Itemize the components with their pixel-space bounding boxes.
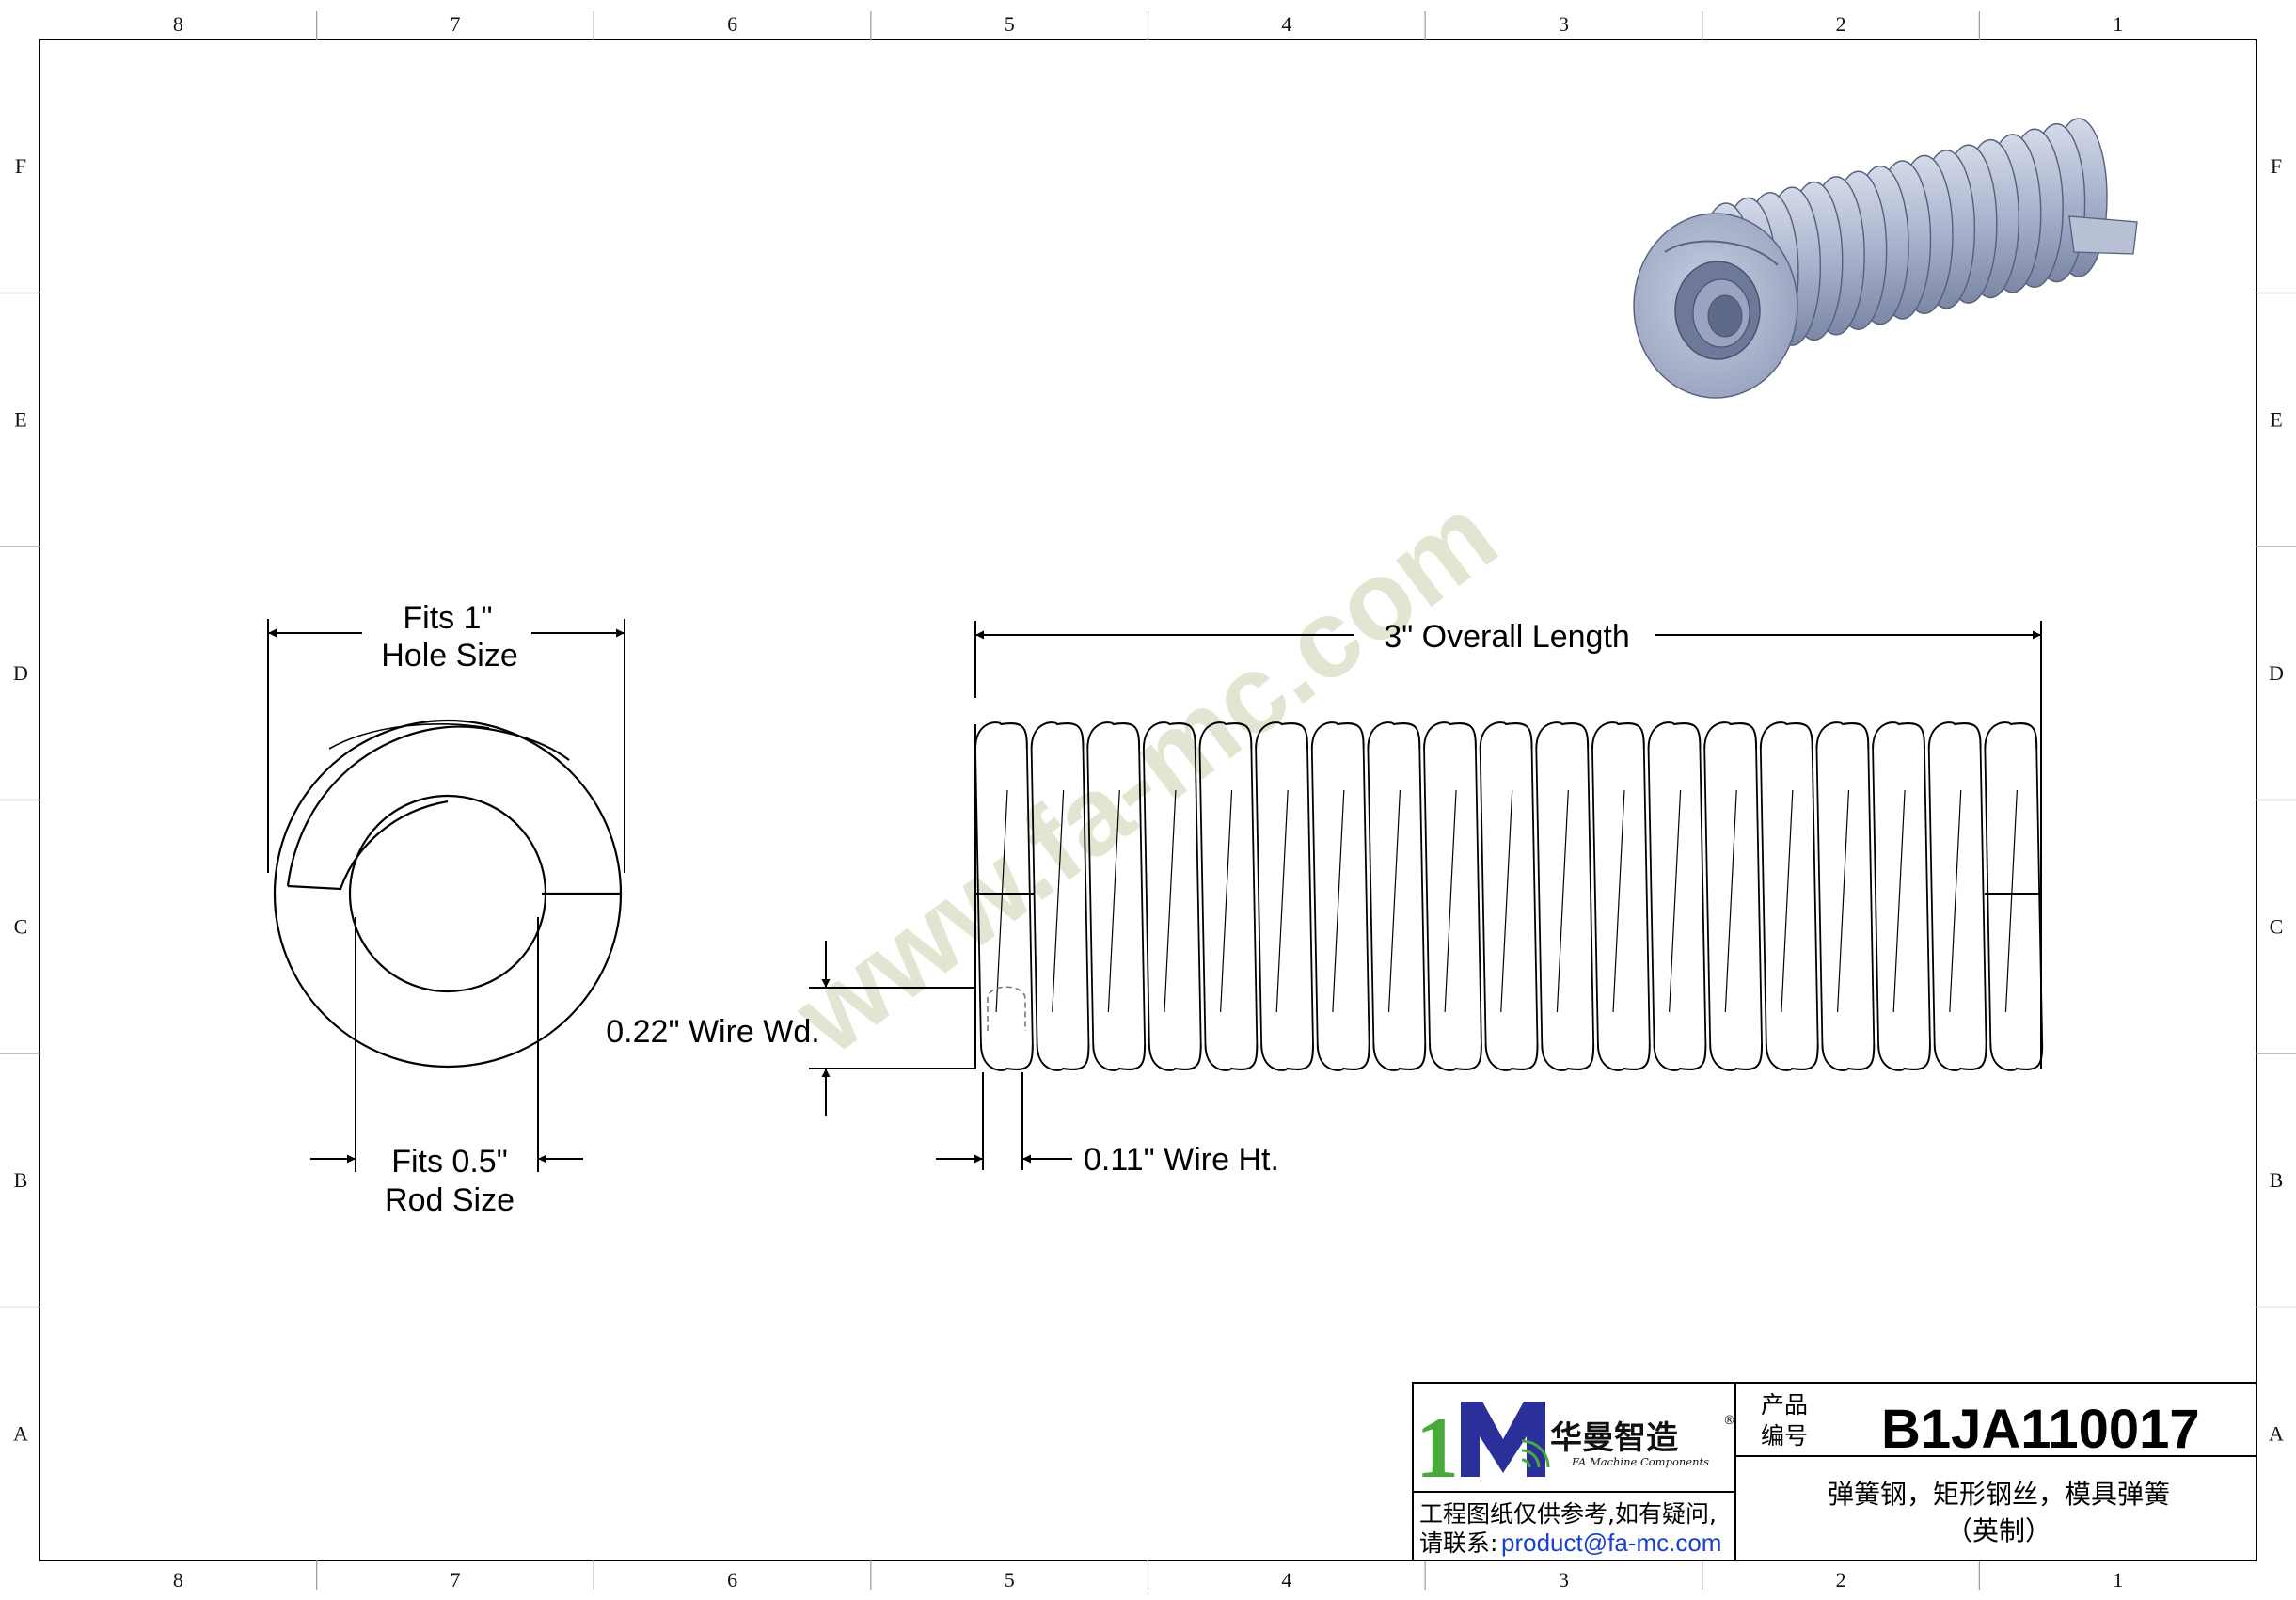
logo-digit: 1 (1416, 1400, 1459, 1496)
zone-ticks (0, 11, 2296, 1590)
zone-column-label-top: 8 (173, 12, 183, 36)
zone-row-label-right: C (2270, 914, 2284, 938)
zone-column-label-top: 7 (450, 12, 460, 36)
zone-row-label-left: C (14, 914, 28, 938)
wire-width-label: 0.22" Wire Wd. (606, 1014, 819, 1050)
zone-column-label-bottom: 4 (1281, 1568, 1291, 1592)
spring-end-view (273, 719, 623, 1069)
product-label-line1: 产品 (1761, 1391, 1808, 1418)
zone-column-label-bottom: 1 (2113, 1568, 2123, 1592)
rod-size-label-line1: Fits 0.5" (391, 1144, 508, 1180)
hole-size-label-line1: Fits 1" (403, 600, 492, 636)
zone-column-label-top: 5 (1005, 12, 1015, 36)
dim-overall-length: 3" Overall Length (974, 619, 2042, 875)
zone-row-label-right: E (2270, 407, 2282, 431)
contact-email-link[interactable]: product@fa-mc.com (1501, 1529, 1721, 1557)
zone-row-label-right: B (2270, 1168, 2284, 1192)
zone-row-label-left: D (13, 661, 28, 685)
spring-side-view (974, 721, 2044, 1071)
disclaimer-line1: 工程图纸仅供参考,如有疑问, (1419, 1500, 1717, 1528)
zone-column-label-top: 4 (1281, 12, 1291, 36)
zone-column-label-bottom: 3 (1559, 1568, 1569, 1592)
brand-chinese: 华曼智造 (1550, 1419, 1678, 1457)
zone-row-label-right: A (2269, 1421, 2284, 1445)
isometric-spring-view (1633, 118, 2138, 399)
brand-english: FA Machine Components (1571, 1455, 1709, 1468)
zone-row-label-left: F (15, 154, 26, 178)
zone-column-label-top: 2 (1836, 12, 1846, 36)
company-logo: 1 华曼智造 ® FA Machine Components (1416, 1400, 1735, 1496)
zone-row-label-right: F (2271, 154, 2282, 178)
logo-m-mark (1461, 1402, 1545, 1477)
description-line2: （英制） (1946, 1515, 2051, 1546)
zone-column-label-bottom: 6 (727, 1568, 737, 1592)
product-number: B1JA110017 (1881, 1399, 2200, 1460)
side-coils (974, 721, 2044, 1071)
zone-row-label-right: D (2269, 661, 2284, 685)
zone-column-label-top: 1 (2113, 12, 2123, 36)
zone-row-label-left: B (14, 1168, 28, 1192)
product-label-line2: 编号 (1761, 1422, 1808, 1450)
zone-column-label-bottom: 5 (1005, 1568, 1015, 1592)
overall-length-label: 3" Overall Length (1384, 619, 1630, 655)
description-line1: 弹簧钢，矩形钢丝，模具弹簧 (1828, 1479, 2170, 1510)
iso-end-face (1633, 213, 1798, 399)
zone-row-label-left: A (13, 1421, 28, 1445)
zone-column-label-bottom: 2 (1836, 1568, 1846, 1592)
hole-size-label-line2: Hole Size (381, 638, 518, 673)
dim-wire-height: 0.11" Wire Ht. (936, 1072, 1279, 1178)
signal-icon (1521, 1439, 1550, 1468)
zone-row-label-left: E (14, 407, 26, 431)
zone-column-label-bottom: 7 (450, 1568, 460, 1592)
dim-wire-width: 0.22" Wire Wd. (606, 941, 975, 1116)
zone-column-label-top: 3 (1559, 12, 1569, 36)
rod-size-label-line2: Rod Size (385, 1182, 515, 1218)
disclaimer-line2-prefix: 请联系: (1419, 1529, 1497, 1557)
dim-rod-size: Fits 0.5" Rod Size (310, 917, 583, 1218)
zone-column-label-top: 6 (727, 12, 737, 36)
registered-mark: ® (1723, 1414, 1735, 1428)
dim-hole-size: Fits 1" Hole Size (267, 600, 625, 873)
title-block: 1 华曼智造 ® FA Machine Components 工程图纸仅供参考,… (1412, 1382, 2257, 1561)
wire-height-label: 0.11" Wire Ht. (1084, 1142, 1279, 1178)
zone-column-label-bottom: 8 (173, 1568, 183, 1592)
